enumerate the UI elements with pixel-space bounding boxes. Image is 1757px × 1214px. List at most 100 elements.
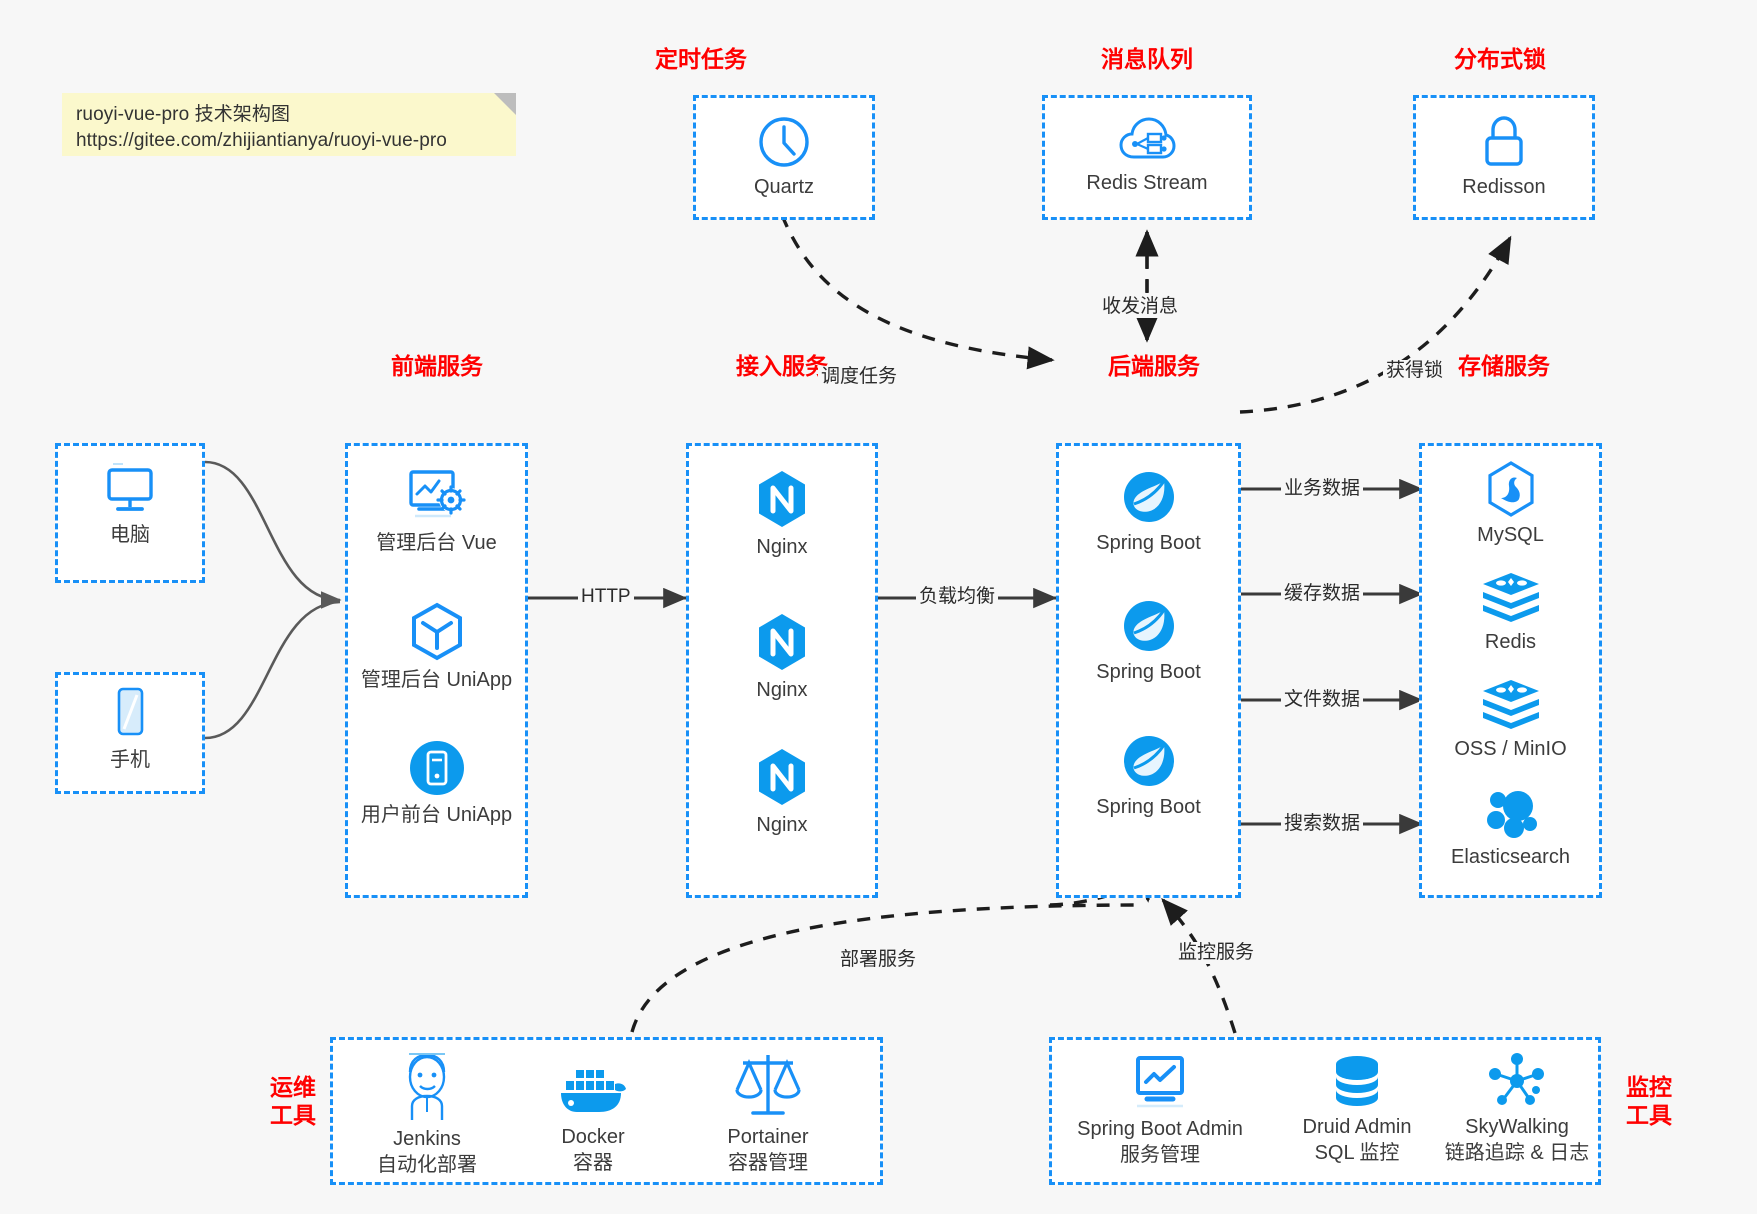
node-mysql[interactable]: MySQL <box>1422 460 1599 548</box>
group-title-scheduler: 定时任务 <box>655 46 747 72</box>
group-box-client-mobile: 手机 <box>55 672 205 794</box>
node-druid-admin[interactable]: Druid Admin SQL 监控 <box>1277 1052 1437 1166</box>
node-label: Quartz <box>753 176 815 198</box>
node-nginx-2[interactable]: Nginx <box>689 611 875 703</box>
group-box-backend: Spring Boot Spring Boot Spring Boot <box>1056 443 1241 898</box>
node-quartz[interactable]: Quartz <box>696 114 872 200</box>
group-title-backend: 后端服务 <box>1108 353 1200 379</box>
node-sublabel: 容器管理 <box>728 1152 808 1174</box>
node-admin-vue[interactable]: 管理后台 Vue <box>348 466 525 556</box>
node-sublabel: 服务管理 <box>1120 1144 1200 1166</box>
skywalking-icon <box>1489 1053 1544 1105</box>
edge-label-load-balance: 负载均衡 <box>916 586 999 608</box>
node-label: Spring Boot <box>1096 796 1201 818</box>
nginx-icon <box>759 749 805 805</box>
clock-icon <box>759 117 809 167</box>
node-label: SkyWalking <box>1465 1116 1569 1138</box>
edge-label-schedule-task: 调度任务 <box>818 366 901 388</box>
group-box-gateway: Nginx Nginx Nginx <box>686 443 878 898</box>
cube-icon <box>411 602 462 661</box>
desktop-icon <box>107 463 153 511</box>
node-oss-minio[interactable]: OSS / MinIO <box>1422 678 1599 762</box>
node-label: Elasticsearch <box>1451 846 1570 868</box>
node-nginx-1[interactable]: Nginx <box>689 468 875 560</box>
group-title-gateway: 接入服务 <box>736 353 828 379</box>
group-box-mq: Redis Stream <box>1042 95 1252 220</box>
group-title-mq: 消息队列 <box>1101 46 1193 72</box>
group-title-devops: 运维 工具 <box>258 1073 328 1129</box>
node-label: Spring Boot <box>1096 532 1201 554</box>
devops-title-line1: 运维 <box>270 1074 316 1100</box>
monitor-chart-icon <box>1136 1056 1184 1108</box>
nginx-icon <box>759 614 805 670</box>
edge-label-http: HTTP <box>578 586 634 608</box>
group-title-frontend: 前端服务 <box>391 353 483 379</box>
node-redisson[interactable]: Redisson <box>1416 114 1592 200</box>
node-user-uniapp[interactable]: 用户前台 UniApp <box>348 738 525 828</box>
node-label: Redisson <box>1462 176 1546 198</box>
node-label: Docker <box>561 1126 625 1148</box>
node-nginx-3[interactable]: Nginx <box>689 746 875 838</box>
node-label: OSS / MinIO <box>1454 738 1567 760</box>
node-sublabel: SQL 监控 <box>1314 1142 1400 1164</box>
database-icon <box>1336 1056 1378 1106</box>
elasticsearch-icon <box>1486 791 1537 838</box>
edge-label-send-receive-msg: 收发消息 <box>1099 296 1182 318</box>
mobile-icon <box>117 687 144 736</box>
spring-boot-icon <box>1123 472 1174 522</box>
redis-icon <box>1482 573 1539 622</box>
node-mobile[interactable]: 手机 <box>58 685 202 773</box>
node-spring-boot-1[interactable]: Spring Boot <box>1059 468 1238 556</box>
node-desktop[interactable]: 电脑 <box>58 462 202 548</box>
node-spring-boot-3[interactable]: Spring Boot <box>1059 732 1238 820</box>
node-sublabel: 容器 <box>573 1152 613 1174</box>
node-redis[interactable]: Redis <box>1422 571 1599 655</box>
node-skywalking[interactable]: SkyWalking 链路追踪 & 日志 <box>1432 1052 1602 1166</box>
note-line-title: ruoyi-vue-pro 技术架构图 <box>76 104 291 125</box>
node-sublabel: 自动化部署 <box>377 1154 477 1176</box>
dashboard-gear-icon <box>408 470 466 518</box>
legend-note: ruoyi-vue-pro 技术架构图 https://gitee.com/zh… <box>62 93 516 156</box>
node-label: Redis Stream <box>1086 172 1208 194</box>
node-label: MySQL <box>1477 524 1544 546</box>
group-box-frontend: 管理后台 Vue 管理后台 UniApp 用户前台 UniApp <box>345 443 528 898</box>
node-label: 管理后台 UniApp <box>360 669 513 691</box>
mysql-icon <box>1487 461 1534 517</box>
node-label: Jenkins <box>393 1128 461 1150</box>
group-title-lock: 分布式锁 <box>1454 46 1546 72</box>
node-jenkins[interactable]: Jenkins 自动化部署 <box>347 1050 507 1178</box>
node-sublabel: 链路追踪 & 日志 <box>1444 1142 1590 1164</box>
group-box-lock: Redisson <box>1413 95 1595 220</box>
edge-label-search-data: 搜索数据 <box>1281 813 1364 835</box>
edge-label-cache-data: 缓存数据 <box>1281 583 1364 605</box>
lock-icon <box>1485 116 1523 166</box>
edge-label-monitor-service: 监控服务 <box>1175 942 1258 964</box>
cloud-stream-icon <box>1119 117 1176 159</box>
spring-boot-icon <box>1123 736 1174 786</box>
node-redis-stream[interactable]: Redis Stream <box>1045 114 1249 196</box>
note-line-url: https://gitee.com/zhijiantianya/ruoyi-vu… <box>76 130 447 151</box>
jenkins-icon <box>408 1053 446 1120</box>
devops-title-line2: 工具 <box>270 1102 316 1128</box>
oss-minio-icon <box>1482 680 1539 729</box>
node-spring-boot-2[interactable]: Spring Boot <box>1059 597 1238 685</box>
node-label: Nginx <box>756 679 808 701</box>
nginx-icon <box>759 471 805 527</box>
node-spring-boot-admin[interactable]: Spring Boot Admin 服务管理 <box>1060 1052 1260 1168</box>
node-elasticsearch[interactable]: Elasticsearch <box>1422 786 1599 870</box>
node-docker[interactable]: Docker 容器 <box>513 1058 673 1176</box>
node-label: 电脑 <box>110 524 150 546</box>
monitor-title-line2: 工具 <box>1626 1102 1672 1128</box>
app-round-icon <box>409 741 464 795</box>
group-title-storage: 存储服务 <box>1458 353 1550 379</box>
group-box-monitor: Spring Boot Admin 服务管理 Druid Admin SQL 监… <box>1049 1037 1601 1185</box>
node-portainer[interactable]: Portainer 容器管理 <box>688 1050 848 1176</box>
group-box-scheduler: Quartz <box>693 95 875 220</box>
group-box-storage: MySQL Redis OSS / MinIO <box>1419 443 1602 898</box>
edge-label-deploy-service: 部署服务 <box>837 949 920 971</box>
group-title-monitor: 监控 工具 <box>1614 1073 1684 1129</box>
node-label: 手机 <box>110 749 150 771</box>
group-box-client-desktop: 电脑 <box>55 443 205 583</box>
node-admin-uniapp[interactable]: 管理后台 UniApp <box>348 601 525 693</box>
